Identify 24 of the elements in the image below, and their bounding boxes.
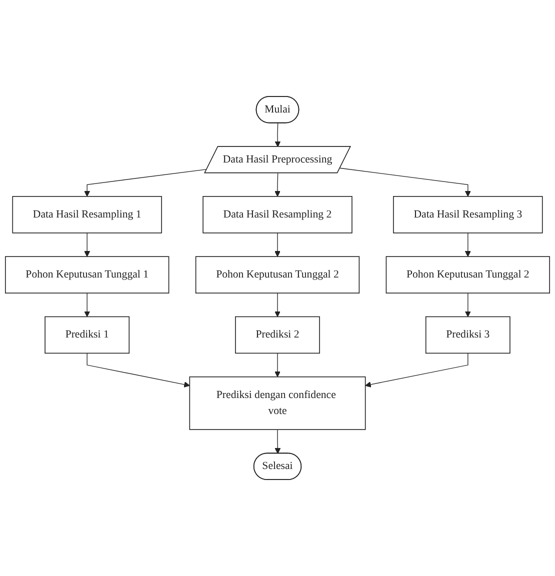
- arrow: [274, 292, 280, 317]
- arrow: [274, 429, 281, 454]
- node-box: Prediksi dengan confidence vote: [189, 376, 366, 430]
- arrow: [464, 292, 471, 317]
- arrow: [84, 168, 208, 197]
- node-box: Data Hasil Resampling 1: [12, 196, 162, 234]
- arrow: [340, 168, 471, 197]
- arrow: [274, 122, 281, 148]
- arrow: [365, 352, 468, 388]
- arrow: [274, 172, 280, 197]
- node-box: Prediksi 2: [235, 316, 320, 354]
- arrow: [86, 352, 190, 388]
- arrow: [84, 292, 90, 317]
- arrow: [274, 232, 280, 257]
- arrow: [84, 232, 90, 257]
- arrow: [464, 232, 471, 257]
- node-box: Prediksi 1: [44, 316, 130, 354]
- arrow: [274, 352, 280, 378]
- node-box: Prediksi 3: [425, 316, 510, 354]
- node-box: Pohon Keputusan Tunggal 2: [386, 256, 550, 294]
- node-box: Data Hasil Resampling 2: [202, 196, 352, 234]
- node-box: Pohon Keputusan Tunggal 1: [5, 256, 170, 294]
- node-box: Data Hasil Resampling 3: [393, 196, 543, 234]
- node-box: Pohon Keputusan Tunggal 2: [195, 256, 360, 294]
